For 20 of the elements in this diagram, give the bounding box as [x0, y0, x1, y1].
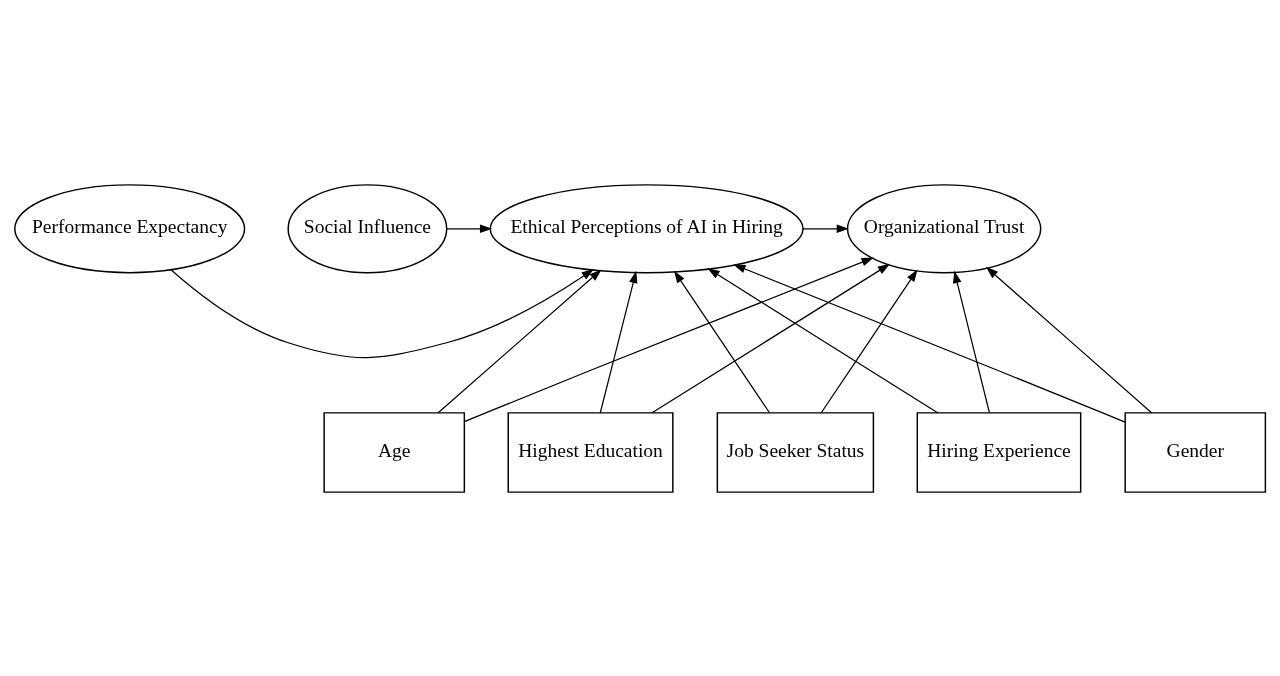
arrow — [437, 269, 602, 413]
node-box: Gender — [1124, 411, 1267, 493]
arrow — [820, 269, 918, 413]
arrow — [446, 224, 493, 233]
arrow — [802, 224, 849, 233]
node-ellipse: Performance Expectancy — [14, 183, 246, 273]
node-box: Job Seeker Status — [716, 411, 875, 493]
arrow — [733, 263, 1126, 423]
arrow — [674, 270, 771, 413]
node-box: Age — [323, 411, 466, 493]
arrow — [463, 257, 874, 422]
arrow — [170, 268, 594, 358]
node-box: Highest Education — [507, 411, 674, 493]
arrow — [707, 267, 939, 413]
node-box: Hiring Experience — [916, 411, 1082, 493]
arrow — [651, 263, 891, 413]
arrow — [985, 266, 1153, 413]
node-ellipse: Social Influence — [287, 183, 448, 273]
arrow — [953, 270, 991, 413]
arrow — [599, 270, 638, 413]
